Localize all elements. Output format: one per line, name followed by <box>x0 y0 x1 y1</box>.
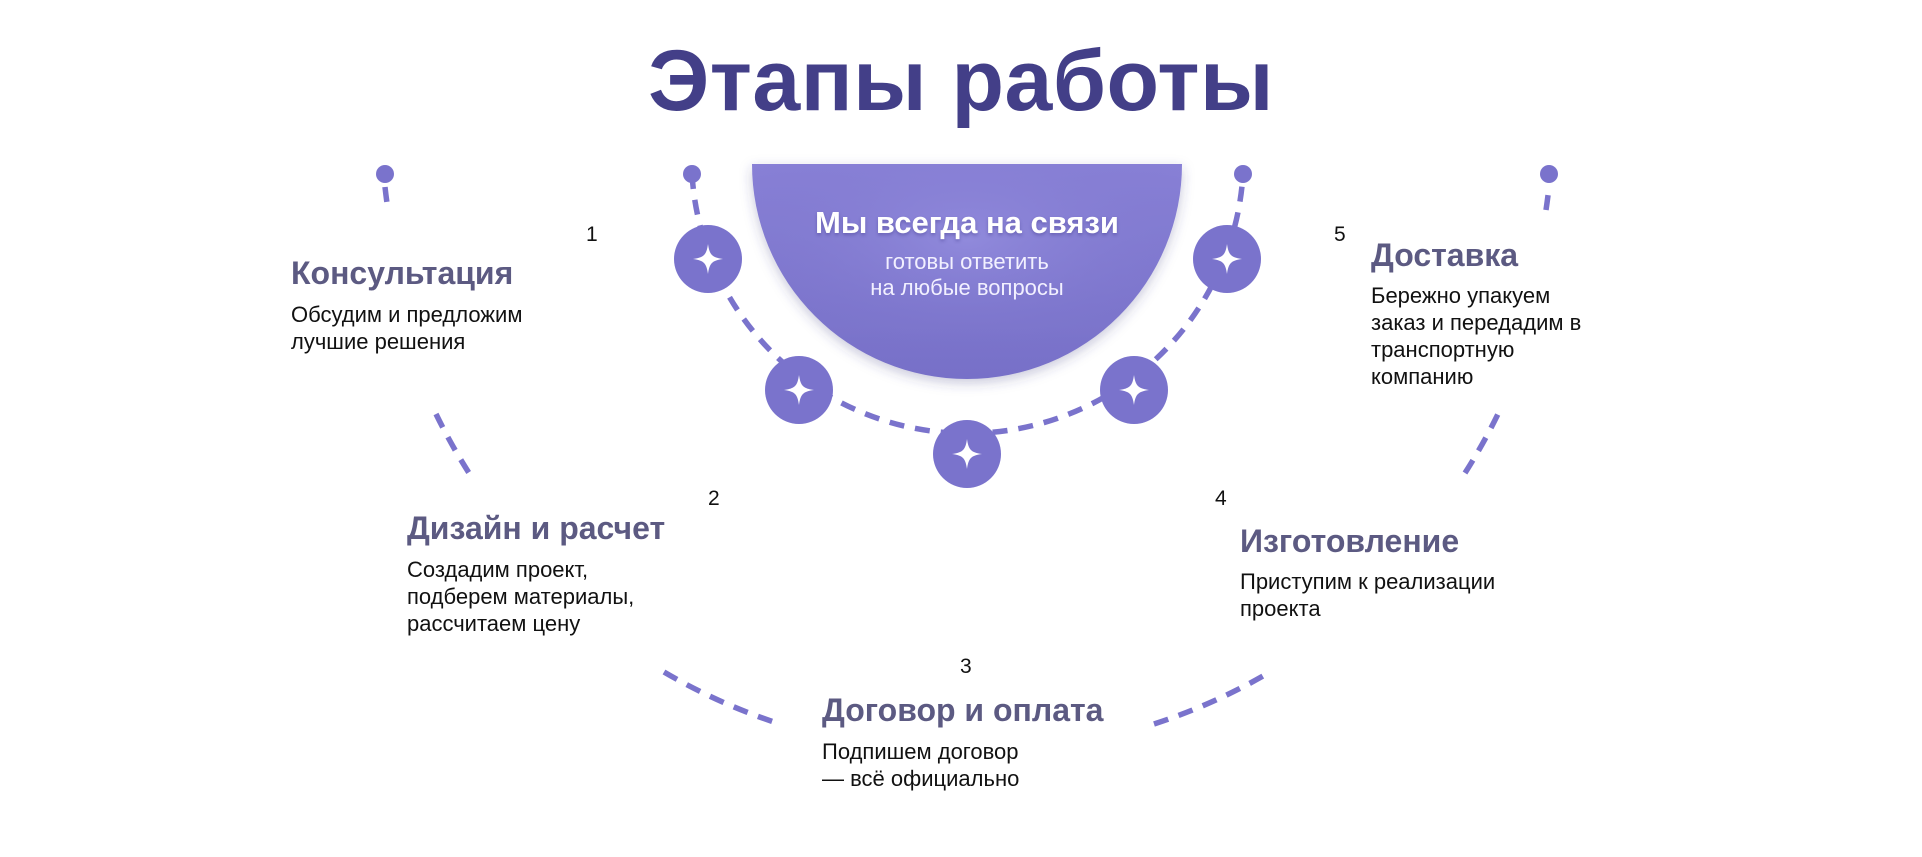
step-title-delivery: Доставка <box>1371 237 1519 273</box>
contact-subtitle-line1: готовы ответить <box>885 249 1049 274</box>
contact-half-circle <box>752 164 1182 379</box>
step-number: 1 <box>586 223 598 246</box>
sparkle-node-1 <box>674 225 742 293</box>
step-title-production: Изготовление <box>1240 523 1460 559</box>
outer-arc-start-dot <box>376 165 394 183</box>
step-description-delivery: Бережно упакуем заказ и передадим в тран… <box>1371 283 1582 389</box>
step-number: 5 <box>1334 223 1346 246</box>
step-title-contract: Договор и оплата <box>822 692 1104 728</box>
sparkle-node-5 <box>1193 225 1261 293</box>
step-title-consultation: Консультация <box>291 255 514 291</box>
contact-title: Мы всегда на связи <box>815 205 1119 240</box>
outer-dashed-arc <box>382 186 1552 727</box>
step-description-design: Создадим проект, подберем материалы, рас… <box>407 557 635 636</box>
contact-subtitle-line2: на любые вопросы <box>870 275 1064 300</box>
step-title-design: Дизайн и расчет <box>407 510 666 546</box>
page-title: Этапы работы <box>648 33 1274 129</box>
outer-arc-end-dot <box>1540 165 1558 183</box>
step-number: 3 <box>960 655 972 678</box>
step-number: 4 <box>1215 487 1227 510</box>
step-description-consultation: Обсудим и предложим лучшие решения <box>291 302 523 354</box>
step-description-contract: Подпишем договор — всё официально <box>822 739 1020 791</box>
sparkle-node-4 <box>1100 356 1168 424</box>
sparkle-node-3 <box>933 420 1001 488</box>
step-description-production: Приступим к реализации проекта <box>1240 569 1496 621</box>
step-number: 2 <box>708 487 720 510</box>
inner-arc-start-dot <box>683 165 701 183</box>
inner-arc-end-dot <box>1234 165 1252 183</box>
sparkle-node-2 <box>765 356 833 424</box>
